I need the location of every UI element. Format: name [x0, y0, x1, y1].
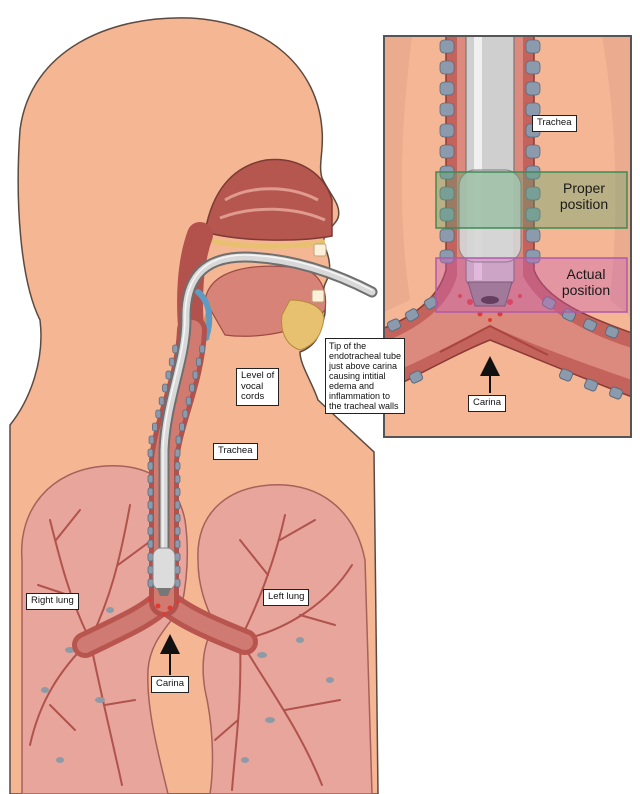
trachea-ring [147, 513, 154, 523]
trachea-ring [182, 409, 189, 419]
inset-trachea-ring [525, 144, 541, 159]
actual-position-zone [435, 257, 628, 313]
inset-trachea-label: Trachea [532, 115, 577, 132]
inset-trachea-ring [525, 228, 541, 243]
trachea-ring [174, 578, 181, 588]
vocal-cords-label: Level of vocal cords [236, 368, 280, 406]
inset-carina-ridge [439, 324, 549, 356]
actual-position-label: Actual position [561, 266, 611, 298]
trachea-ring [174, 513, 181, 523]
nasal-turbinates [219, 187, 326, 222]
inset-lung-shading-right [602, 36, 631, 318]
inset-tube-cuff [458, 169, 522, 263]
inset-tube-opening [481, 296, 499, 304]
proper-position-label: Proper position [559, 180, 609, 212]
trachea-ring [147, 565, 154, 575]
trachea-ring [174, 500, 181, 510]
tube-tip [157, 588, 171, 596]
trachea-ring [179, 422, 185, 432]
trachea-ring [162, 383, 168, 393]
trachea-ring [158, 396, 165, 406]
trachea-ring [147, 474, 154, 484]
trachea-ring [174, 461, 181, 471]
hard-palate [204, 237, 326, 249]
trachea-ring [174, 474, 181, 484]
trachea-ring [147, 461, 154, 471]
inset-frame [383, 35, 632, 438]
endotracheal-tube [158, 251, 378, 591]
trachea-ring [152, 422, 158, 432]
trachea-ring [174, 539, 181, 549]
inset-trachea-ring [439, 186, 455, 201]
inset-trachea-ring [525, 249, 541, 264]
inset-trachea-ring [439, 102, 455, 117]
mandible [281, 299, 325, 351]
trachea-ring [147, 539, 154, 549]
inset-lung-shading-left [384, 36, 412, 312]
trachea-ring [147, 487, 154, 497]
trachea-ring [174, 552, 181, 562]
nasal-cavity [204, 158, 333, 241]
trachea-ring [147, 552, 154, 562]
lung-cartilage-dots [41, 607, 334, 763]
right-lung-label: Right lung [26, 593, 79, 610]
trachea-ring [147, 578, 154, 588]
inset-trachea-ring [439, 39, 455, 54]
trachea-ring [175, 435, 182, 445]
trachea-ring [174, 565, 181, 575]
trachea-ring [174, 526, 181, 536]
trachea-ring [147, 500, 154, 510]
inset-trachea-ring [439, 60, 455, 75]
inset-trachea-ring [439, 228, 455, 243]
inset-tube-tip [467, 281, 513, 307]
trachea-ring [185, 396, 192, 406]
tube-tip-label: Tip of the endotracheal tube just above … [325, 338, 406, 414]
inset-tube-highlight [474, 36, 482, 280]
carina-label: Carina [151, 676, 189, 693]
trachea-ring [165, 370, 172, 380]
lower-tooth [311, 289, 325, 303]
inset-trachea-ring [439, 144, 455, 159]
inset-trachea-ring [439, 207, 455, 222]
trachea-label: Trachea [213, 443, 258, 460]
inset-trachea-ring [439, 123, 455, 138]
inset-carina-label: Carina [468, 395, 506, 412]
trachea-ring [199, 344, 206, 354]
proper-position-zone [435, 171, 628, 229]
inset-trachea-ring [525, 39, 541, 54]
trachea-ring [155, 409, 162, 419]
trachea-ring [147, 526, 154, 536]
lungs [20, 465, 373, 794]
trachea-cartilage-rings [147, 344, 206, 588]
main-inflammation [148, 598, 180, 616]
trachea-ring [192, 370, 199, 380]
trachea-ring [148, 435, 155, 445]
inset-panel [384, 36, 631, 437]
inset-trachea-ring [439, 249, 455, 264]
trachea-ring [168, 357, 175, 367]
trachea-ring [174, 487, 181, 497]
upper-tooth [313, 243, 327, 257]
trachea-ring [174, 448, 181, 458]
inset-trachea-ring [525, 186, 541, 201]
trachea-ring [147, 448, 154, 458]
inset-trachea-ring [525, 60, 541, 75]
trachea-ring [189, 383, 195, 393]
vocal-cords-shape [195, 289, 213, 341]
inset-trachea-ring [439, 81, 455, 96]
left-lung-label: Left lung [263, 589, 310, 606]
inset-trachea-ring [525, 81, 541, 96]
tube-cuff [152, 547, 176, 591]
inset-bronchus-rings [386, 296, 624, 400]
trachea-ring [195, 357, 202, 367]
inset-trachea-ring [525, 207, 541, 222]
